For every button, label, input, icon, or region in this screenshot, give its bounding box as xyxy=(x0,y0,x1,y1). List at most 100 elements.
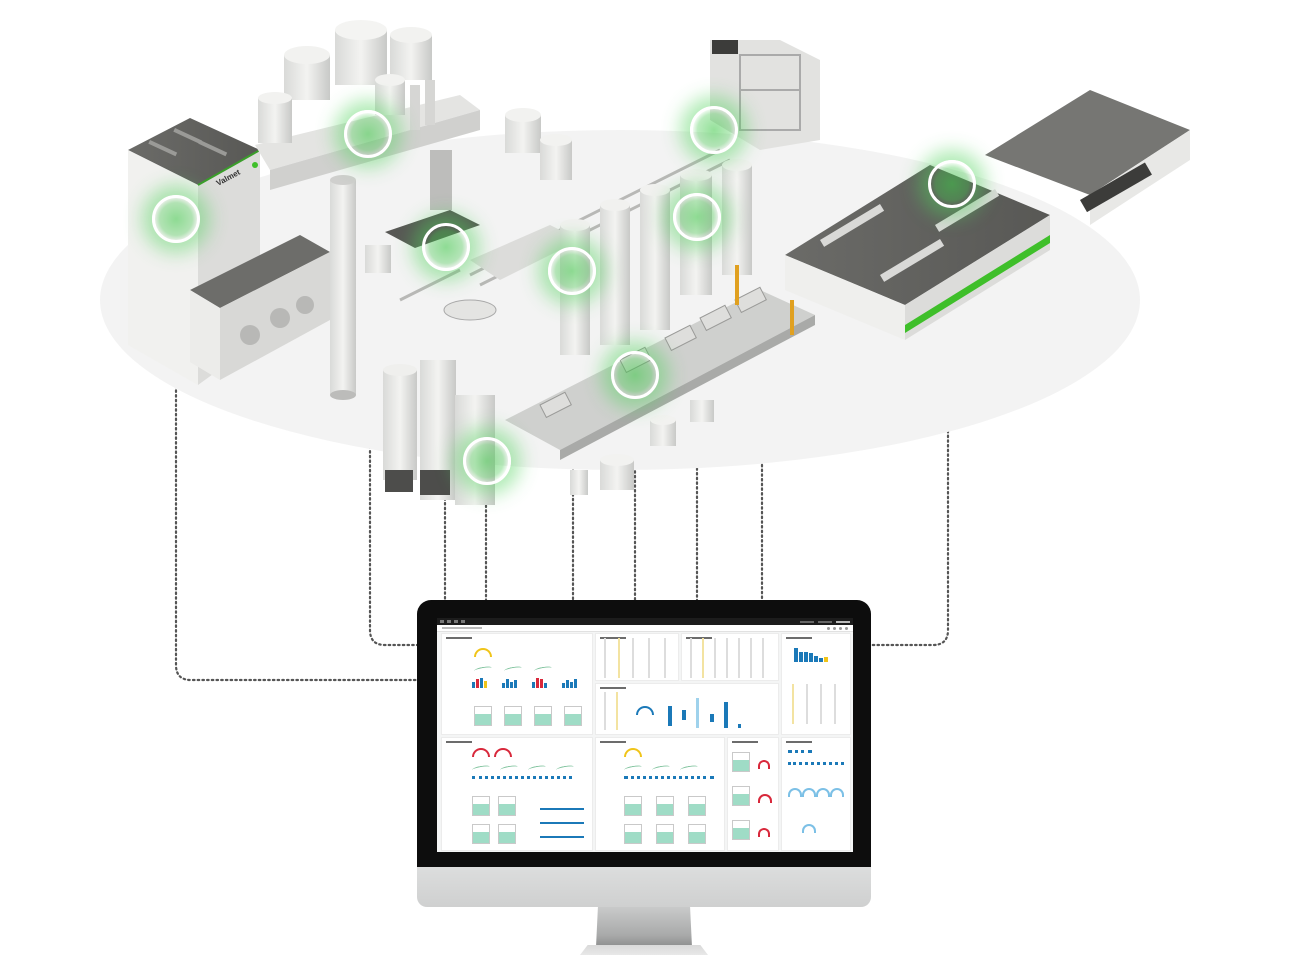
bar xyxy=(696,698,699,728)
hotspot-chemical-tanks[interactable] xyxy=(344,110,392,158)
window-titlebar xyxy=(437,618,853,625)
search-icon[interactable] xyxy=(827,626,830,630)
filter-icon[interactable] xyxy=(833,626,836,630)
gauge xyxy=(474,648,492,657)
hotspot-pipe-bridge[interactable] xyxy=(690,106,738,154)
turbine-hall xyxy=(190,235,330,380)
tank-level xyxy=(732,820,750,840)
lower-tanks xyxy=(570,400,714,495)
trend-strip xyxy=(472,776,572,783)
tank-level xyxy=(688,824,706,844)
window-tool-icon[interactable] xyxy=(461,620,465,623)
gauge xyxy=(830,788,844,797)
paper-machine-building xyxy=(785,90,1190,340)
trend-strip xyxy=(788,762,844,769)
tank-level xyxy=(688,796,706,816)
monitor-foot xyxy=(580,945,708,955)
panel-top-4 xyxy=(781,633,851,735)
gauge xyxy=(758,794,772,803)
breadcrumb-bar xyxy=(437,625,853,632)
panel-top-3 xyxy=(681,633,779,681)
monitor-chin xyxy=(417,867,871,907)
sparkline xyxy=(471,764,491,773)
hotspot-digester[interactable] xyxy=(463,437,511,485)
sparkline xyxy=(473,665,493,674)
tank-level xyxy=(504,706,522,726)
tank-level xyxy=(472,824,490,844)
bar-chart xyxy=(794,648,828,662)
titlebar-item[interactable] xyxy=(818,620,832,623)
sparkline xyxy=(499,764,519,773)
gauge xyxy=(816,788,830,797)
tank-level xyxy=(732,752,750,772)
panel-title xyxy=(786,637,812,639)
hotspot-washers[interactable] xyxy=(611,351,659,399)
sparkline xyxy=(679,764,699,773)
connector-paper-machine xyxy=(869,208,950,647)
vertical-scale xyxy=(806,684,808,724)
sparkline xyxy=(527,764,547,773)
bar-cluster xyxy=(562,678,580,688)
hotspot-boiler[interactable] xyxy=(152,195,200,243)
hotspot-paper-machine[interactable] xyxy=(928,160,976,208)
window-tool-icon[interactable] xyxy=(454,620,458,623)
monitor-stand xyxy=(596,907,692,947)
dashboard-grid xyxy=(441,633,851,851)
hotspot-feed-area[interactable] xyxy=(422,223,470,271)
connector-boiler xyxy=(174,238,419,682)
hotspot-tower-right[interactable] xyxy=(673,193,721,241)
gauge xyxy=(636,706,654,715)
tank-level xyxy=(656,824,674,844)
tank-level xyxy=(498,796,516,816)
vertical-scale xyxy=(726,638,728,678)
tank-level xyxy=(474,706,492,726)
titlebar-item[interactable] xyxy=(800,620,814,623)
vertical-scale xyxy=(714,638,716,678)
panel-title xyxy=(446,741,472,743)
gauge xyxy=(802,824,816,833)
gauge xyxy=(758,760,770,769)
tank-level xyxy=(564,706,582,726)
tank-level xyxy=(624,824,642,844)
window-tool-icon[interactable] xyxy=(447,620,451,623)
bar-cluster xyxy=(502,678,520,688)
panel-title xyxy=(446,637,472,639)
tank-level xyxy=(624,796,642,816)
breadcrumb[interactable] xyxy=(442,627,482,629)
user-menu[interactable] xyxy=(836,620,850,623)
vertical-scale xyxy=(632,638,634,678)
hotspot-tower-left[interactable] xyxy=(548,247,596,295)
tank-level xyxy=(732,786,750,806)
tank-level xyxy=(656,796,674,816)
tank-level xyxy=(498,824,516,844)
user-icon[interactable] xyxy=(845,626,848,630)
vertical-scale xyxy=(762,638,764,678)
bar xyxy=(724,702,728,728)
bar xyxy=(710,714,714,722)
tank-level xyxy=(534,706,552,726)
vertical-scale xyxy=(616,692,618,730)
trend-strip xyxy=(624,776,714,783)
panel-mid-2 xyxy=(595,683,779,735)
bar xyxy=(682,710,686,720)
sparkline xyxy=(503,665,523,674)
dashboard-screen xyxy=(437,618,853,852)
panel-title xyxy=(686,637,712,639)
gauge xyxy=(758,828,770,837)
bar-cluster xyxy=(472,678,490,688)
sparkline xyxy=(533,665,553,674)
gauge xyxy=(494,748,512,757)
vertical-scale xyxy=(604,638,606,678)
washer-platform xyxy=(505,265,815,460)
vertical-scale xyxy=(690,638,692,678)
gauge xyxy=(624,748,642,757)
sparkline xyxy=(623,764,643,773)
vertical-scale xyxy=(648,638,650,678)
panel-bottom-3 xyxy=(727,737,779,851)
panel-bottom-2 xyxy=(595,737,725,851)
trend-strip xyxy=(788,750,812,757)
bar xyxy=(668,706,672,726)
window-menu-icon[interactable] xyxy=(440,620,444,623)
settings-icon[interactable] xyxy=(839,626,842,630)
tank-level xyxy=(472,796,490,816)
